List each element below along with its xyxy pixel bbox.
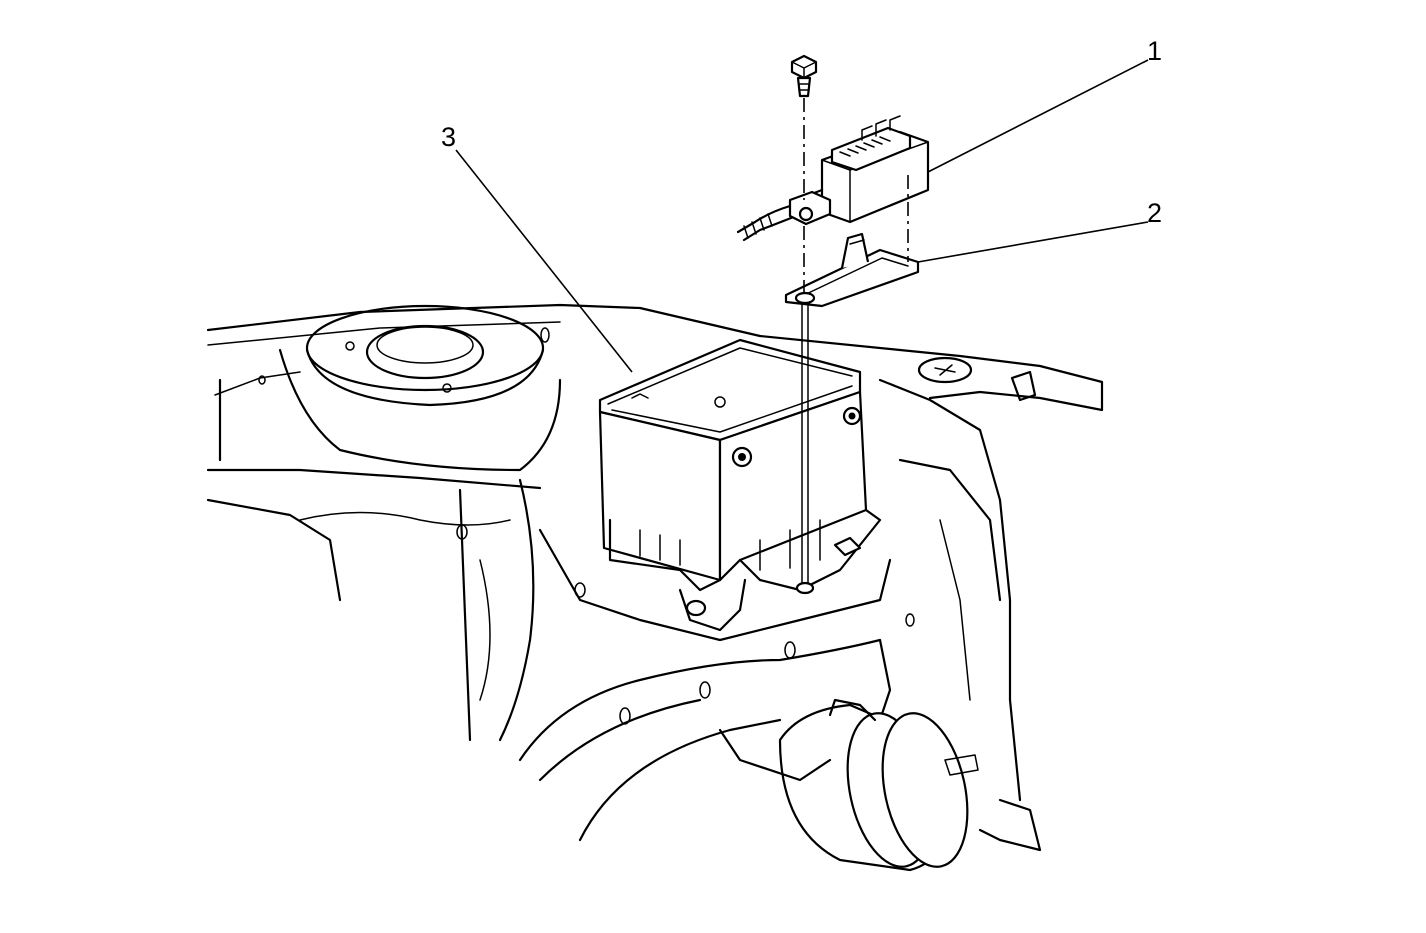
bolt-fastener <box>790 54 818 98</box>
electronic-module-1 <box>736 115 930 242</box>
callout-3: 3 <box>441 122 456 152</box>
control-module-3 <box>598 338 882 632</box>
callout-1: 1 <box>1147 36 1162 66</box>
leader-line-1 <box>927 59 1149 173</box>
callout-2: 2 <box>1147 198 1162 228</box>
leader-line-3 <box>455 149 633 373</box>
leader-line-2 <box>917 221 1149 263</box>
assembly-lines <box>795 98 909 595</box>
engine-compartment-structure <box>206 303 1104 872</box>
leader-lines <box>455 59 1149 373</box>
mounting-bracket-2 <box>784 232 920 308</box>
